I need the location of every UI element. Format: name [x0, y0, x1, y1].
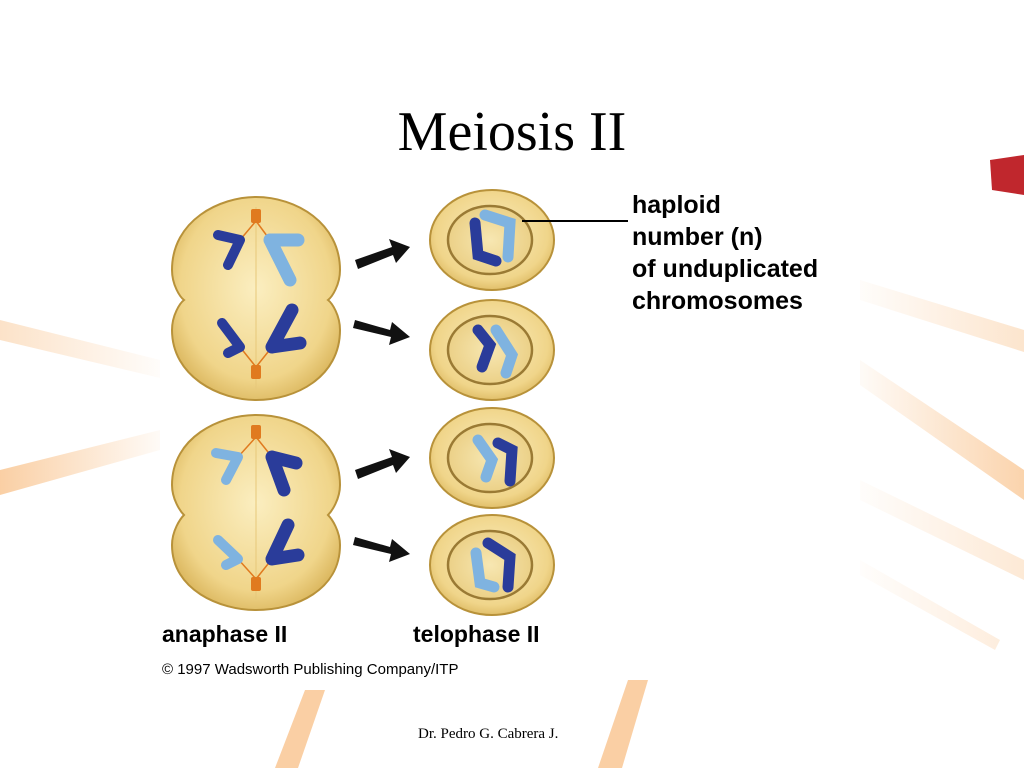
label-anaphase-ii: anaphase II	[162, 621, 287, 647]
anaphase-cell-top	[172, 197, 340, 400]
label-telophase-ii: telophase II	[413, 621, 540, 647]
callout-line-1: haploid	[632, 191, 721, 219]
arrow-icon	[353, 537, 410, 562]
meiosis-diagram: haploid number (n) of unduplicated chrom…	[160, 185, 880, 685]
slide-footer: Dr. Pedro G. Cabrera J.	[418, 726, 558, 743]
callout-line-2: number (n)	[632, 223, 763, 251]
callout-text: haploid number (n) of unduplicated chrom…	[632, 191, 818, 315]
arrow-icon	[355, 449, 410, 479]
copyright-text: © 1997 Wadsworth Publishing Company/ITP	[162, 661, 458, 678]
telophase-cell-2	[430, 300, 554, 400]
telophase-cell-1	[430, 190, 554, 290]
telophase-cell-3	[430, 408, 554, 508]
arrow-icon	[355, 239, 410, 269]
anaphase-cell-bottom	[172, 415, 340, 610]
arrow-icon	[353, 320, 410, 345]
callout-line-4: chromosomes	[632, 287, 803, 315]
callout-line-3: of unduplicated	[632, 255, 818, 283]
telophase-cell-4	[430, 515, 554, 615]
slide-title: Meiosis II	[0, 100, 1024, 164]
